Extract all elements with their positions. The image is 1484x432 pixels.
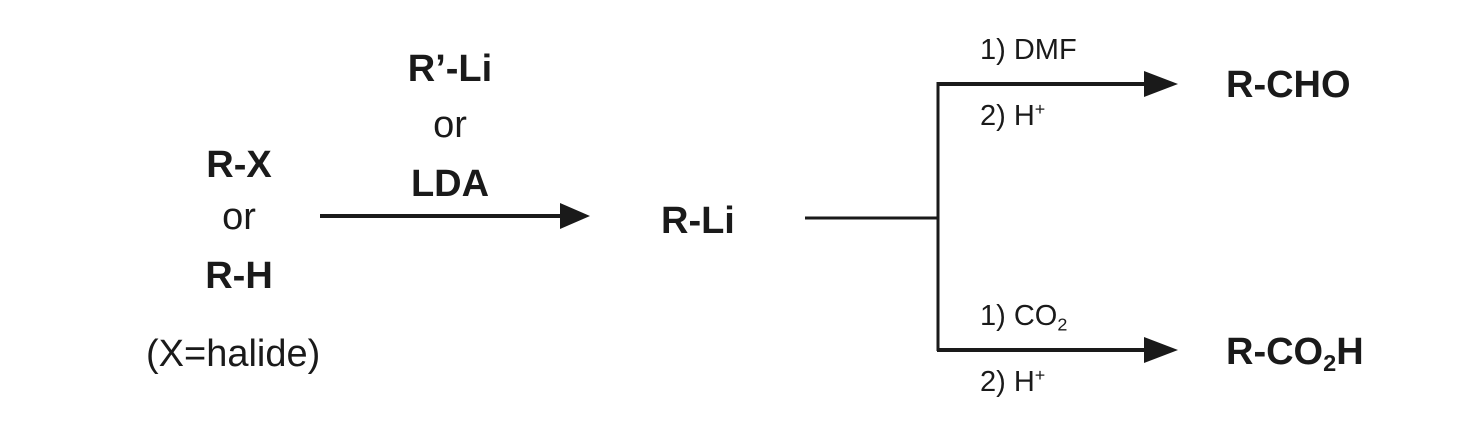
lower-step2: 2) H+ [980,365,1046,398]
product-acid-suffix: H [1336,331,1364,373]
upper-step2-charge: + [1034,99,1046,120]
lower-step1-text: 1) CO [980,300,1058,332]
lower-step1-subscript: 2 [1057,314,1068,335]
product-acid-subscript: 2 [1323,350,1337,377]
reagent-or: or [433,104,467,146]
product-carboxylic-acid: R-CO2H [1226,331,1364,375]
reagent-organolithium: R’-Li [407,48,493,90]
product-acid-prefix: R-CO [1226,331,1324,373]
reactant-note: (X=halide) [146,333,321,375]
upper-arrow-head [1144,71,1178,97]
upper-step2: 2) H+ [980,99,1046,132]
reactant-rx: R-X [206,144,272,186]
upper-step1: 1) DMF [980,34,1077,66]
lower-step2-text: 2) H [980,366,1035,398]
lower-step2-charge: + [1034,365,1046,386]
reagent-lda: LDA [410,163,490,205]
product-aldehyde: R-CHO [1226,64,1351,106]
upper-step2-text: 2) H [980,100,1035,132]
lower-step1: 1) CO2 [980,300,1068,335]
lower-arrow-head [1144,337,1178,363]
intermediate-rli: R-Li [661,200,735,242]
reactant-or: or [222,196,256,238]
main-arrow-head [560,203,590,229]
reactant-rh: R-H [205,255,273,297]
